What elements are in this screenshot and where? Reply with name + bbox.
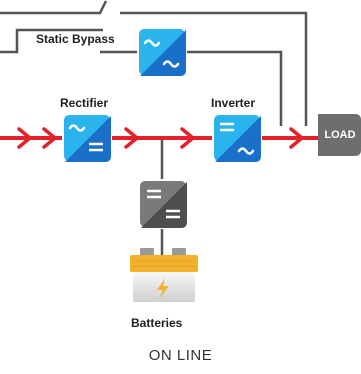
battery-icon — [130, 248, 198, 302]
chevron-right-icon — [124, 127, 139, 149]
load-label: LOAD — [324, 129, 356, 141]
batteries-label: Batteries — [131, 316, 183, 330]
chevron-right-icon — [289, 127, 304, 149]
chevron-right-icon — [180, 127, 195, 149]
static-bypass-label: Static Bypass — [36, 32, 115, 46]
inverter-label: Inverter — [211, 96, 256, 110]
power-flow — [0, 127, 334, 149]
chevron-right-icon — [42, 127, 57, 149]
ac-dc-converter-icon — [62, 113, 112, 163]
ac-ac-converter-icon — [137, 27, 187, 77]
dc-dc-converter-icon — [138, 179, 188, 229]
bypass-input-wire — [0, 28, 103, 54]
bypass-output-wire — [187, 50, 283, 126]
chevron-right-icon — [17, 127, 32, 149]
mode-label: ON LINE — [148, 347, 213, 364]
rectifier-label: Rectifier — [60, 96, 109, 110]
dc-ac-converter-icon — [212, 113, 262, 163]
bypass-top-wire — [0, 0, 308, 126]
load-box — [318, 114, 361, 156]
